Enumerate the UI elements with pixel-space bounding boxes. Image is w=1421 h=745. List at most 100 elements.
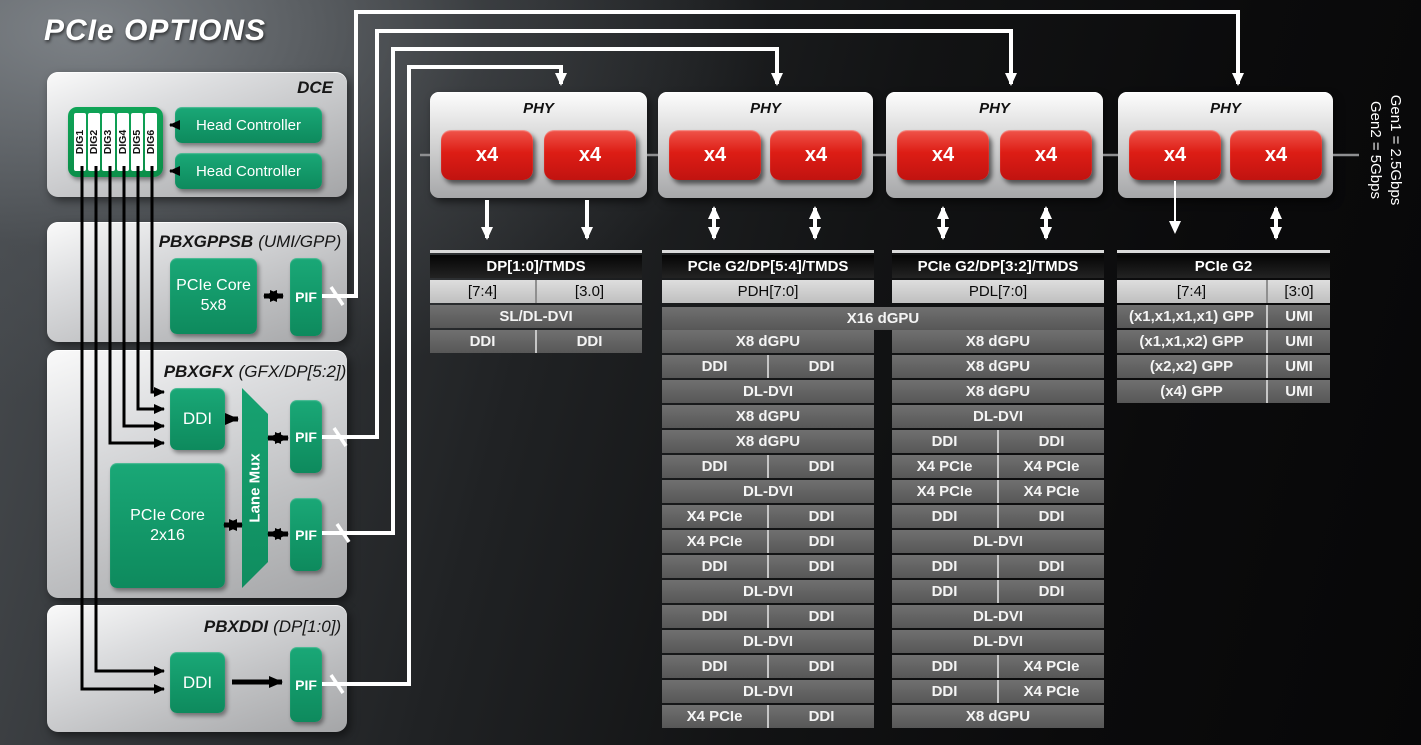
table-row: DL-DVI (892, 605, 1104, 628)
phy3-label: PHY (979, 100, 1010, 117)
table-cell: X8 dGPU (735, 408, 801, 425)
table-cell: SL/DL-DVI (499, 308, 573, 325)
table-cell: DL-DVI (743, 483, 793, 500)
gen2-speed-label: Gen2 = 5Gbps (1367, 101, 1384, 199)
pbxgfx-ddi-block: DDI (170, 388, 225, 450)
table-cell: (x1,x1,x2) GPP (1139, 333, 1244, 350)
table-row: X8 dGPU (662, 430, 874, 453)
table-row: DL-DVI (662, 380, 874, 403)
dig5: DIG5 (130, 113, 143, 171)
table-cell: X8 dGPU (965, 358, 1031, 375)
phy1-x4-right: x4 (544, 130, 636, 180)
table-cell: UMI (1266, 355, 1330, 378)
pcie-core-5x8-line1: PCIe Core (176, 277, 251, 294)
phy2-x4-right: x4 (770, 130, 862, 180)
pbxgfx-pif-bottom-block: PIF (290, 498, 322, 571)
table-cell: DDI (701, 608, 728, 625)
dce-label: DCE (297, 78, 333, 97)
table-cell: DL-DVI (743, 383, 793, 400)
table-cell: UMI (1266, 305, 1330, 328)
table-row: (x1,x1,x2) GPP UMI (1117, 330, 1330, 353)
table-row: DL-DVI (892, 530, 1104, 553)
table-cell: DDI (767, 355, 874, 378)
phy4-x4-right: x4 (1230, 130, 1322, 180)
table-cell: X8 dGPU (965, 383, 1031, 400)
table-cell: DDI (931, 433, 958, 450)
table-cell: DDI (767, 605, 874, 628)
table-cell: X8 dGPU (965, 333, 1031, 350)
table-cell: DDI (997, 580, 1104, 603)
table-row: DDI DDI (662, 605, 874, 628)
table-cell: UMI (1266, 330, 1330, 353)
pcie-core-2x16-line2: 2x16 (150, 526, 185, 544)
table-row: DL-DVI (662, 580, 874, 603)
dce-block: DCE DIG1 DIG2 DIG3 DIG4 DIG5 DIG6 Head C… (47, 72, 347, 197)
table-row: (x2,x2) GPP UMI (1117, 355, 1330, 378)
phy4-x4-left: x4 (1129, 130, 1221, 180)
table-cell: DDI (767, 655, 874, 678)
table-cell: DL-DVI (743, 683, 793, 700)
head-controller-1: Head Controller (175, 107, 322, 143)
table-row: X8 dGPU (892, 355, 1104, 378)
pbxddi-label: PBXDDI(DP[1:0]) (165, 617, 380, 637)
pbxddi-name: PBXDDI (203, 617, 269, 636)
table-row: [7:4][3.0] (430, 280, 642, 303)
table-cell: DL-DVI (973, 408, 1023, 425)
page-title: PCIe OPTIONS (44, 14, 267, 47)
phy-block-1: PHY x4 x4 (430, 92, 647, 198)
table-row: DDI DDI (430, 330, 642, 353)
phy-block-2: PHY x4 x4 (658, 92, 873, 198)
table-cell: DL-DVI (973, 633, 1023, 650)
phy-block-4: PHY x4 x4 (1118, 92, 1333, 198)
dig6: DIG6 (144, 113, 158, 171)
phy3-x4-right: x4 (1000, 130, 1092, 180)
table-cell: DDI (767, 455, 874, 478)
pbxddi-block: PBXDDI(DP[1:0]) DDI PIF (47, 605, 347, 732)
table-cell: X4 PCIe (997, 655, 1104, 678)
table-cell: DDI (701, 558, 728, 575)
dig5-label: DIG5 (130, 129, 143, 155)
table-cell: X8 dGPU (735, 433, 801, 450)
pbxgppsb-block: PBXGPPSB(UMI/GPP) PCIe Core 5x8 PIF (47, 222, 347, 342)
table-cell: X8 dGPU (965, 708, 1031, 725)
pbxgppsb-name: PBXGPPSB (158, 232, 254, 251)
dig3-label: DIG3 (102, 129, 115, 155)
table-cell: X8 dGPU (735, 333, 801, 350)
pcie-core-2x16-block: PCIe Core 2x16 (110, 463, 225, 588)
table-cell: (x2,x2) GPP (1149, 358, 1234, 375)
table-row: DDI X4 PCIe (892, 655, 1104, 678)
table-row: [7:4][3:0] (1117, 280, 1330, 303)
table-cell: DDI (701, 458, 728, 475)
table-cell: DDI (997, 555, 1104, 578)
dig4: DIG4 (116, 113, 129, 171)
table-cell: DDI (535, 330, 642, 353)
table-cell: DDI (931, 583, 958, 600)
pbxgppsb-pif-block: PIF (290, 258, 322, 336)
table-cell: DL-DVI (743, 633, 793, 650)
table-cell: X4 PCIe (997, 455, 1104, 478)
lane-mux-block: Lane Mux (242, 388, 268, 588)
table-header: PCIe G2/DP[5:4]/TMDS (662, 255, 874, 278)
phy2-x4-left: x4 (669, 130, 761, 180)
dig-container: DIG1 DIG2 DIG3 DIG4 DIG5 DIG6 (68, 107, 163, 177)
pbxgfx-pif-top-block: PIF (290, 400, 322, 473)
table-cell: DDI (767, 705, 874, 728)
pbxddi-pif-block: PIF (290, 647, 322, 722)
table-cell: DDI (469, 333, 496, 350)
dig3: DIG3 (102, 113, 115, 171)
dig6-label: DIG6 (144, 129, 157, 155)
table-cell: DDI (931, 658, 958, 675)
table-row: X8 dGPU (892, 380, 1104, 403)
table-row: DDI DDI (892, 580, 1104, 603)
pbxgfx-qualifier: (GFX/DP[5:2]) (238, 362, 347, 381)
table-cell: X4 PCIe (916, 483, 973, 500)
table-row: X8 dGPU (892, 705, 1104, 728)
pcie-core-5x8-line2: 5x8 (200, 297, 227, 314)
table-cell: [3:0] (1266, 280, 1330, 303)
table-row: DL-DVI (662, 480, 874, 503)
